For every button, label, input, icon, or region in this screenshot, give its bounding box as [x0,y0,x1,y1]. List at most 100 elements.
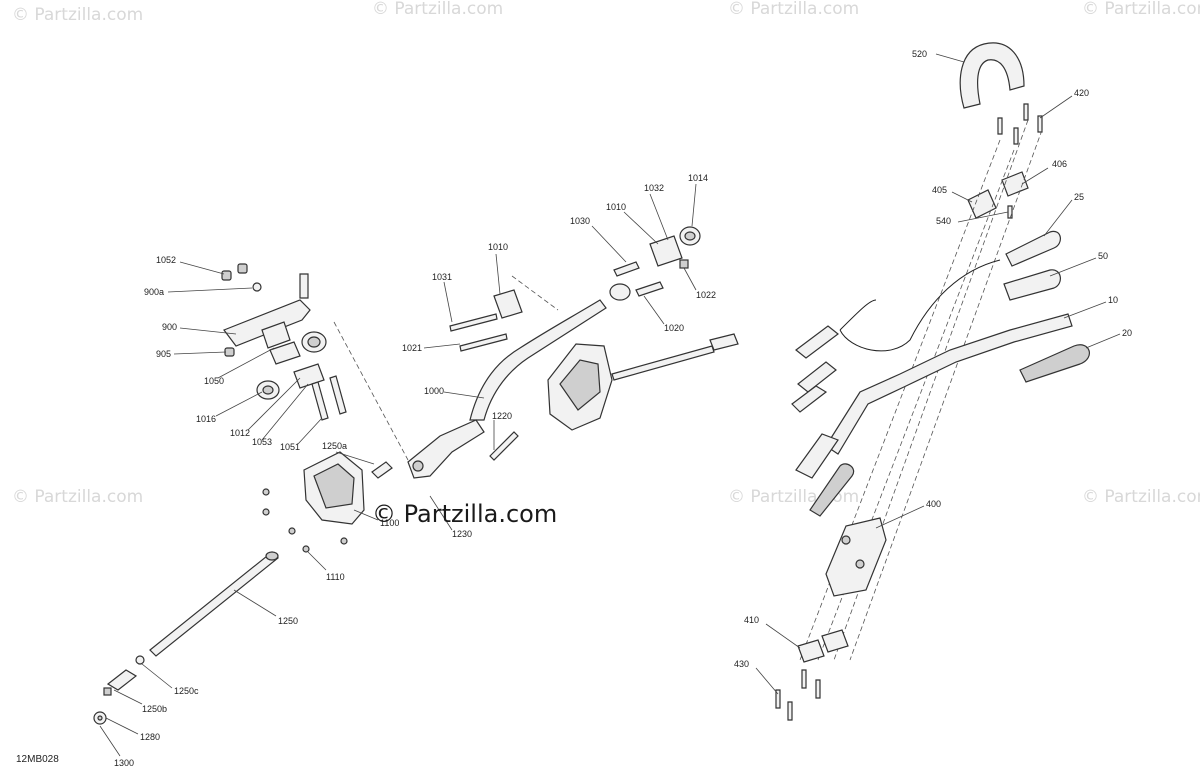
watermark: © Partzilla.com [1082,0,1200,19]
leader-line [247,377,301,431]
leader-line [623,211,659,245]
callout-label: 1250 [278,616,298,626]
alignment-line [849,129,1043,661]
throttle-cable [839,299,877,331]
left-assembly [93,263,409,725]
leader-line [755,667,779,695]
leader-line [649,193,669,241]
leader-line [215,391,263,417]
callout-label: 1000 [424,386,444,396]
callout-label: 1050 [204,376,224,386]
leader-line [875,505,925,529]
screw-part [262,488,270,496]
steering-arm-part [469,299,607,421]
leader-line [951,191,973,203]
washer-hole [97,715,103,721]
leader-line [179,327,237,335]
leader-line [423,343,461,349]
housing-inner [313,463,355,509]
leader-line [1049,257,1097,277]
callout-label: 410 [744,615,759,625]
bolt-part [1037,115,1043,133]
arm-base-part [407,419,485,479]
clamp-part [493,289,523,319]
callout-label: 1052 [156,255,176,265]
callout-label: 540 [936,216,951,226]
bolt-part [449,313,498,332]
leader-line [113,689,143,705]
leader-line [141,663,173,689]
callout-label: 20 [1122,328,1132,338]
callout-label: 1100 [380,518,399,528]
clamp-part [1001,171,1029,197]
leader-line [957,211,1009,223]
leader-line [429,495,453,531]
leader-line [691,183,697,227]
callout-label: 1230 [452,529,472,539]
callout-label: 1300 [114,758,134,768]
grip-part [809,463,855,517]
alignment-line [817,149,1015,661]
leader-line [233,589,277,617]
leader-line [495,253,501,295]
bracket-part [223,299,311,347]
callout-label: 50 [1098,251,1108,261]
sleeve-part [635,281,664,297]
leader-line [179,261,225,275]
callout-label: 900a [144,287,164,297]
callout-label: 1022 [696,290,716,300]
leader-line [217,347,275,379]
nut-part [103,687,112,696]
callout-label: 1110 [326,572,345,582]
bolt-part [775,689,781,709]
leader-line [167,287,253,293]
leader-line [99,725,121,757]
bolt-part [997,117,1003,135]
callout-label: 905 [156,349,171,359]
grip-part [1019,344,1090,383]
nut-part [679,259,689,269]
handlebar-part [825,313,1073,455]
middle-assembly [407,226,739,479]
gearbox-inner [559,359,601,411]
screw-part [262,508,270,516]
clamp-part [967,189,997,219]
leader-lines [99,53,1121,757]
grip-part [795,325,839,359]
clamp-part [269,341,301,365]
diagram-code: 12MB028 [16,754,59,765]
tie-rod-end-part [709,333,739,351]
nut-part [224,347,235,357]
leader-line [443,391,485,399]
bolt-part [787,701,793,721]
nut-part [237,263,248,274]
leader-line [353,509,379,521]
leader-line [1021,167,1049,185]
callout-label: 1280 [140,732,160,742]
leader-line [173,351,227,355]
callout-label: 900 [162,322,177,332]
grip-part [797,361,837,393]
clamp-part [293,363,325,389]
screw-part [340,537,348,545]
bolt-part [815,679,821,699]
callout-label: 1250a [322,441,347,451]
tie-rod-end-part [106,669,138,691]
grip-part [1003,269,1061,301]
bushing-hole [262,385,274,395]
leader-line [765,623,801,649]
callout-label: 1250b [142,704,167,714]
grip-part [791,385,828,413]
callout-label: 1014 [688,173,708,183]
leader-line [105,717,139,735]
callout-label: 420 [1074,88,1089,98]
callout-label: 10 [1108,295,1118,305]
leader-line [1043,199,1073,237]
leader-line [443,281,453,323]
shaft-part [149,551,279,657]
callout-label: 1020 [664,323,684,333]
callout-label: 400 [926,499,941,509]
callout-label: 430 [734,659,749,669]
bolt-part [459,333,508,352]
